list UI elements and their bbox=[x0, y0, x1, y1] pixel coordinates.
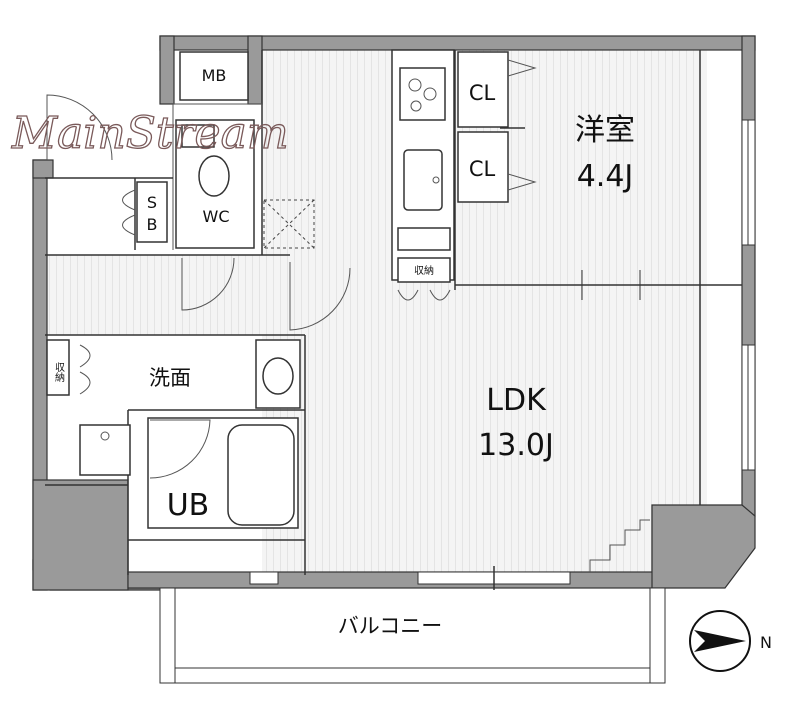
balcony-window[interactable] bbox=[417, 566, 571, 590]
western-room-size: 4.4J bbox=[577, 159, 634, 194]
compass-icon: N bbox=[689, 610, 772, 672]
hall-door[interactable] bbox=[289, 262, 351, 331]
cl2-label: CL bbox=[469, 157, 496, 181]
closets: CL CL bbox=[457, 51, 537, 203]
steps bbox=[589, 519, 650, 572]
sb-label-s: S bbox=[147, 193, 157, 212]
sb-label-b: B bbox=[147, 215, 158, 234]
balcony: バルコニー bbox=[159, 587, 666, 684]
compass-label: N bbox=[760, 633, 772, 652]
ub-label: UB bbox=[167, 488, 210, 523]
storage-wash-label: 収納 bbox=[53, 362, 65, 383]
mb-closet: MB bbox=[179, 51, 249, 101]
wc-door[interactable] bbox=[181, 257, 235, 311]
windows-right bbox=[581, 119, 756, 471]
partitions bbox=[45, 50, 742, 575]
washroom: 収納 洗面 bbox=[46, 339, 301, 476]
kitchen: 収納 bbox=[391, 49, 455, 301]
pipe-shaft bbox=[263, 199, 315, 249]
watermark: MainStream bbox=[11, 108, 289, 159]
storage-kitchen-label: 収納 bbox=[414, 264, 434, 277]
balcony-label: バルコニー bbox=[338, 614, 443, 638]
shoe-box: S B bbox=[122, 181, 168, 243]
washroom-label: 洗面 bbox=[149, 366, 191, 390]
wc-room: WC bbox=[175, 119, 255, 249]
unit-bath: UB bbox=[147, 417, 299, 529]
ldk-name: LDK bbox=[486, 383, 547, 418]
entrance-door[interactable] bbox=[46, 94, 113, 161]
western-room-name: 洋室 bbox=[575, 113, 635, 148]
cl1-label: CL bbox=[469, 81, 496, 105]
ldk-size: 13.0J bbox=[478, 428, 554, 463]
mb-label: MB bbox=[202, 66, 227, 85]
wc-label: WC bbox=[203, 207, 230, 226]
